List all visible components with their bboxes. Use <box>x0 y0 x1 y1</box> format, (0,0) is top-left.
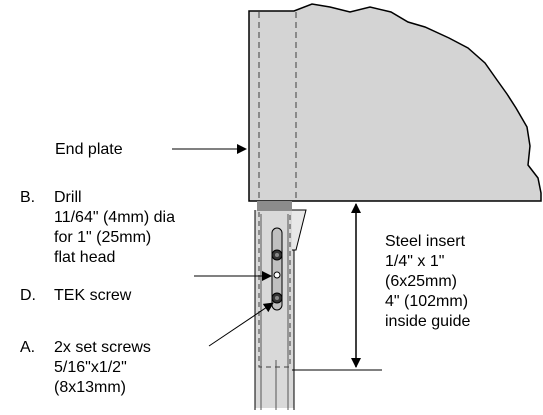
set-screw-leader-arrow <box>208 302 274 347</box>
tek-line-1: TEK screw <box>54 287 132 304</box>
drill-line-3: for 1" (25mm) <box>54 229 152 246</box>
drill-line-2: 11/64" (4mm) dia <box>54 209 175 226</box>
steel-insert-line-5: inside guide <box>385 313 471 330</box>
screw-slot <box>271 227 283 311</box>
drill-line-4: flat head <box>54 249 116 266</box>
steel-insert-hidden-outline <box>258 212 291 368</box>
set-screw-lower-center <box>275 296 279 300</box>
spring-clip <box>292 209 307 251</box>
end-plate-label: End plate <box>55 141 123 158</box>
set-screws-line-2: 5/16"x1/2" <box>54 359 127 376</box>
set-screws-line-1: 2x set screws <box>54 339 151 356</box>
drill-line-1: Drill <box>54 189 82 206</box>
set-screws-letter: A. <box>20 339 36 356</box>
steel-insert-line-1: Steel insert <box>385 233 466 250</box>
tek-letter: D. <box>20 287 36 304</box>
end-plate <box>248 3 542 202</box>
steel-insert-line-3: (6x25mm) <box>385 273 458 290</box>
steel-insert-cap <box>257 201 292 211</box>
steel-insert-line-2: 1/4" x 1" <box>385 253 445 270</box>
set-screws-line-3: (8x13mm) <box>54 379 127 396</box>
drill-hole <box>273 271 281 279</box>
steel-insert-line-4: 4" (102mm) <box>385 293 469 310</box>
set-screw-upper-center <box>275 253 279 257</box>
drill-letter: B. <box>20 189 36 206</box>
